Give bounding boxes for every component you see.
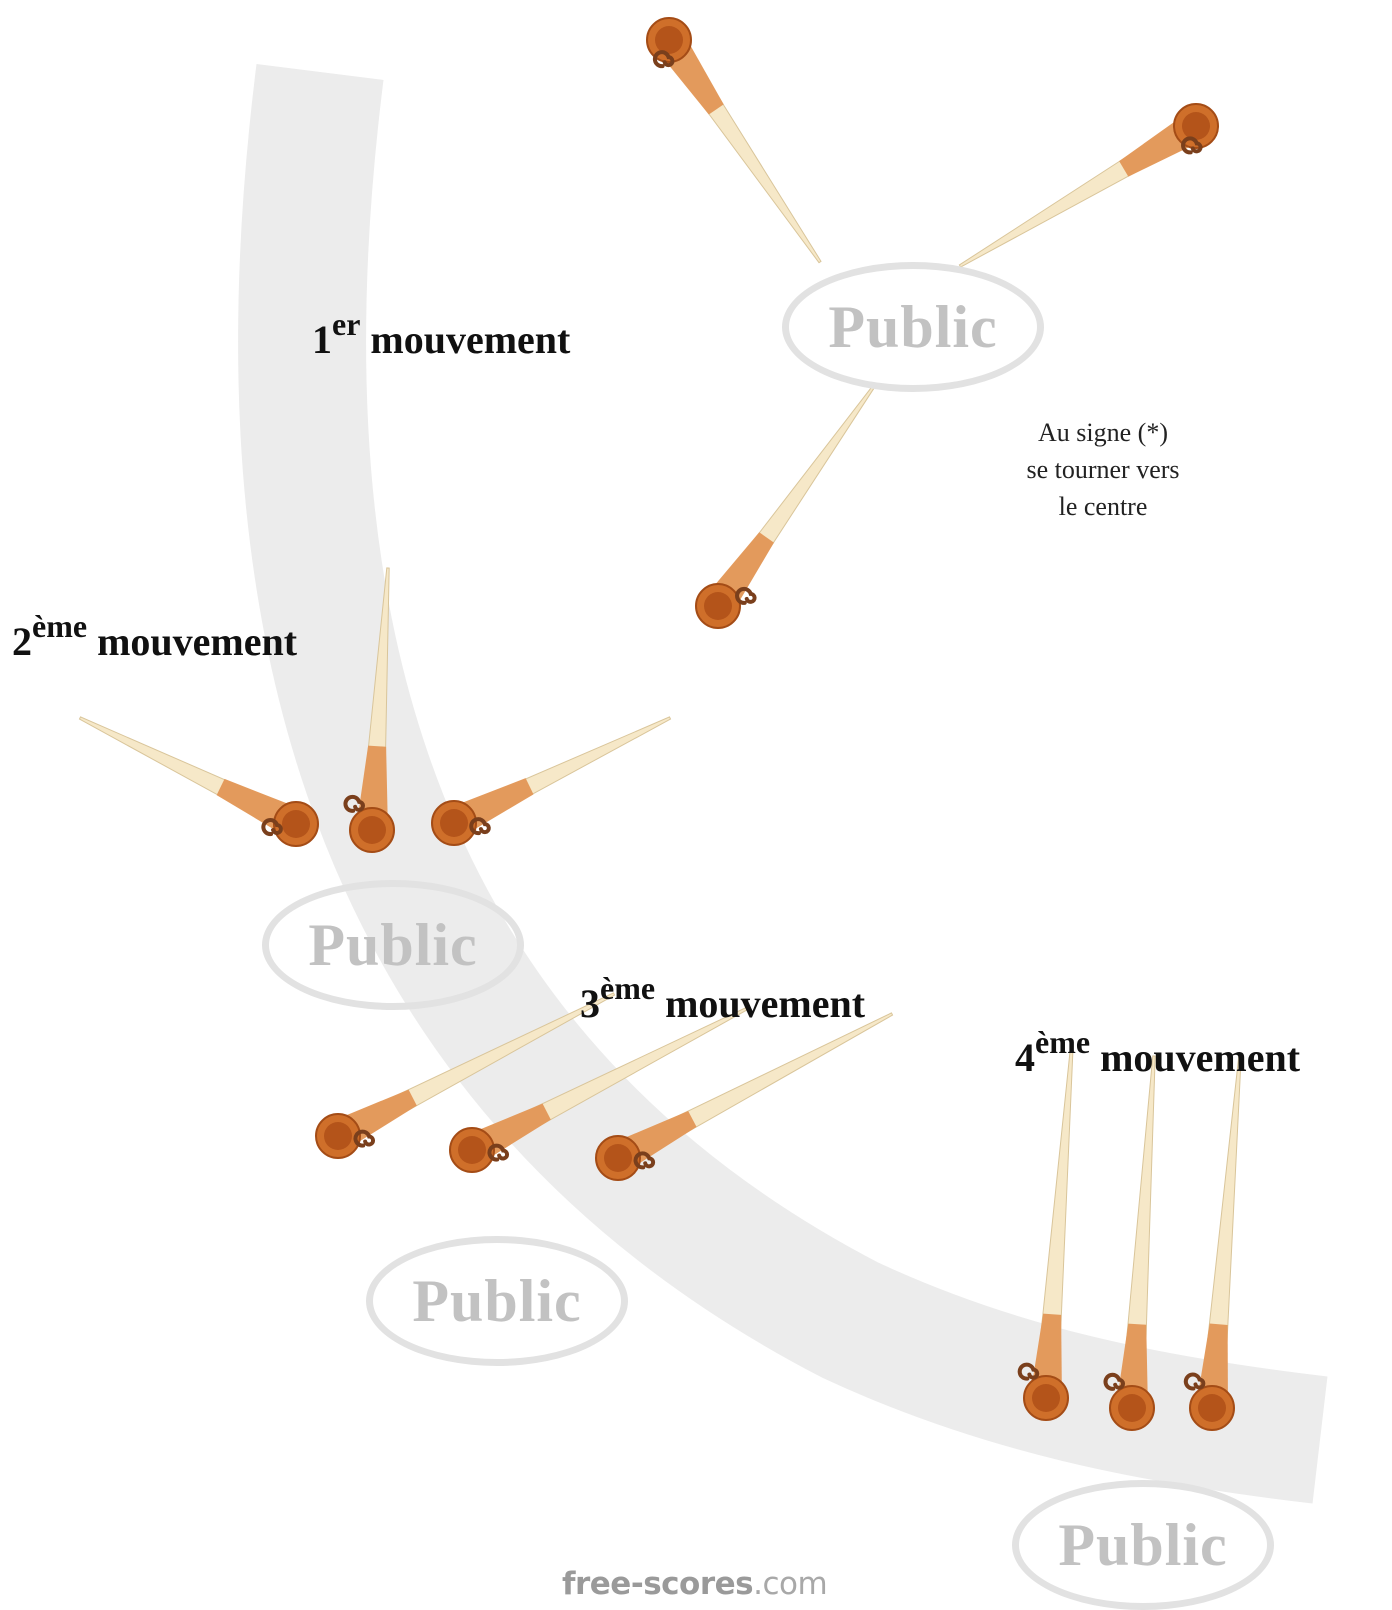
alphorn-icon — [432, 717, 671, 845]
public-label: Public — [308, 911, 477, 980]
movement-title-4: 4ème mouvement — [1015, 1026, 1300, 1078]
public-label: Public — [412, 1267, 581, 1336]
movement-number: 1 — [312, 317, 332, 362]
movement-title-3: 3ème mouvement — [580, 972, 865, 1024]
note-line-2: se tourner vers — [988, 451, 1218, 488]
movement-number: 3 — [580, 981, 600, 1026]
movement-title-2: 2ème mouvement — [12, 610, 297, 662]
movement-word: mouvement — [1100, 1035, 1300, 1080]
alphorn-icon — [647, 18, 821, 263]
logo-main: free-scores — [562, 1566, 753, 1602]
stage-arc-band — [302, 72, 1320, 1440]
movement-number: 2 — [12, 619, 32, 664]
free-scores-logo: free-scores.com — [562, 1566, 827, 1602]
note-line-1: Au signe (*) — [988, 414, 1218, 451]
public-ellipse-3: Public — [366, 1236, 628, 1366]
movement-word: mouvement — [370, 317, 570, 362]
public-ellipse-2: Public — [262, 880, 524, 1010]
movement-suffix: er — [332, 306, 360, 342]
alphorn-icon — [79, 717, 318, 846]
movement-suffix: ème — [1035, 1024, 1090, 1060]
movement-suffix: ème — [32, 608, 87, 644]
public-ellipse-4: Public — [1012, 1480, 1274, 1610]
instruction-note: Au signe (*) se tourner vers le centre — [988, 414, 1218, 525]
logo-domain: .com — [753, 1566, 827, 1602]
movement-title-1: 1er mouvement — [312, 308, 570, 360]
movement-suffix: ème — [600, 970, 655, 1006]
public-label: Public — [828, 293, 997, 362]
alphorn-icon — [696, 385, 875, 628]
alphorn-icon — [959, 104, 1218, 267]
movement-word: mouvement — [97, 619, 297, 664]
public-ellipse-1: Public — [782, 262, 1044, 392]
movement-number: 4 — [1015, 1035, 1035, 1080]
public-label: Public — [1058, 1511, 1227, 1580]
note-line-3: le centre — [988, 488, 1218, 525]
movement-word: mouvement — [665, 981, 865, 1026]
